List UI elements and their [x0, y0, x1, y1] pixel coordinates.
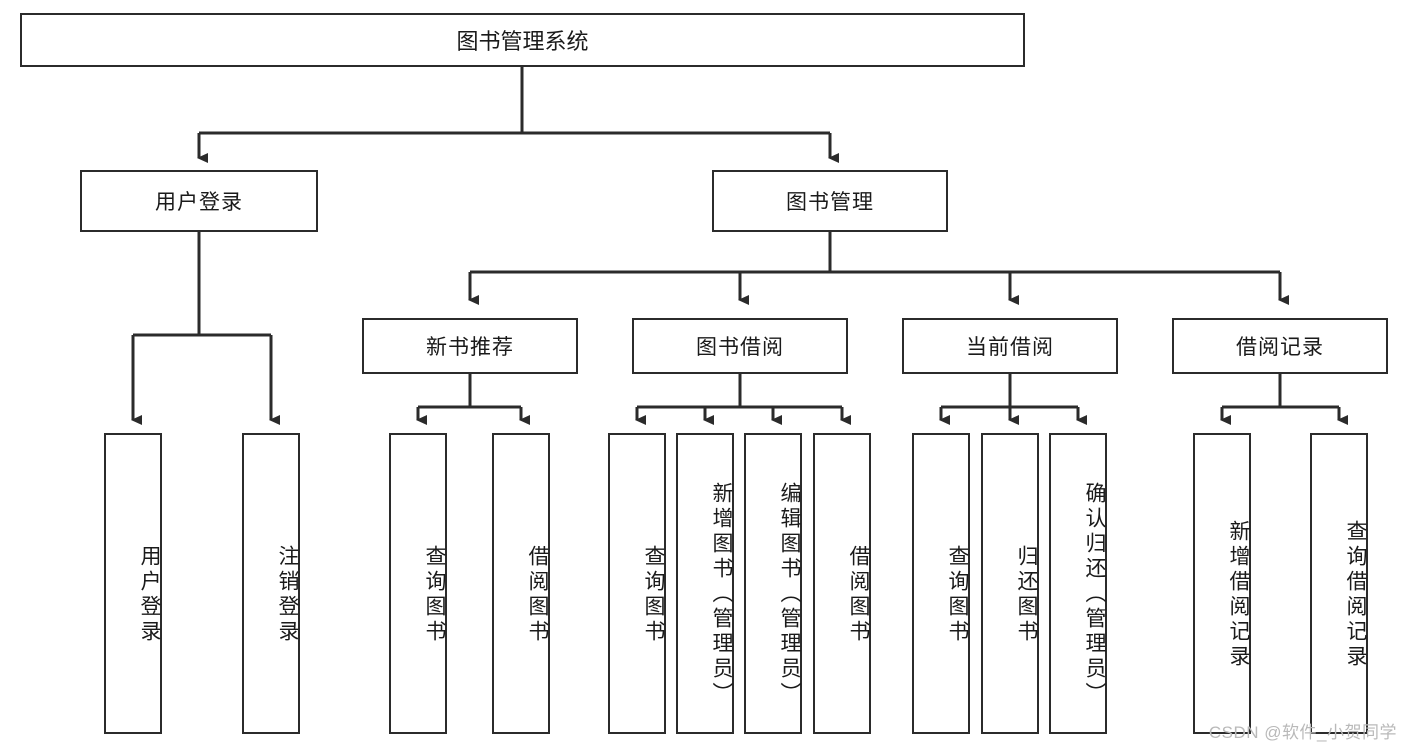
node-borrow-record-label: 借阅记录 [1236, 336, 1324, 359]
leaf-book-borrow-edit-book[interactable]: 编辑图书（管理员） [744, 433, 802, 734]
node-book-borrow[interactable]: 图书借阅 [632, 318, 848, 374]
node-book-management-label: 图书管理 [786, 191, 874, 214]
leaf-book-borrow-borrow-book[interactable]: 借阅图书 [813, 433, 871, 734]
node-new-book-recommend[interactable]: 新书推荐 [362, 318, 578, 374]
leaf-book-borrow-query-book-label: 查询图书 [642, 544, 665, 645]
node-user-login-label: 用户登录 [155, 191, 243, 214]
leaf-user-login-logout[interactable]: 注销登录 [242, 433, 300, 734]
leaf-book-borrow-add-book[interactable]: 新增图书（管理员） [676, 433, 734, 734]
node-root-system[interactable]: 图书管理系统 [20, 13, 1025, 67]
leaf-new-book-query-book-label: 查询图书 [423, 544, 446, 645]
leaf-current-borrow-return-book-label: 归还图书 [1015, 544, 1038, 645]
node-current-borrow-label: 当前借阅 [966, 336, 1054, 359]
leaf-borrow-record-add-record[interactable]: 新增借阅记录 [1193, 433, 1251, 734]
leaf-current-borrow-query-book[interactable]: 查询图书 [912, 433, 970, 734]
leaf-new-book-borrow-book[interactable]: 借阅图书 [492, 433, 550, 734]
leaf-borrow-record-query-record-label: 查询借阅记录 [1344, 519, 1367, 670]
node-root-label: 图书管理系统 [456, 29, 589, 54]
leaf-book-borrow-add-book-label: 新增图书（管理员） [710, 482, 733, 707]
leaf-current-borrow-return-book[interactable]: 归还图书 [981, 433, 1039, 734]
node-user-login[interactable]: 用户登录 [80, 170, 318, 232]
leaf-user-login-logout-label: 注销登录 [276, 544, 299, 645]
leaf-book-borrow-edit-book-label: 编辑图书（管理员） [778, 482, 801, 707]
node-book-management[interactable]: 图书管理 [712, 170, 948, 232]
leaf-new-book-borrow-book-label: 借阅图书 [526, 544, 549, 645]
leaf-borrow-record-add-record-label: 新增借阅记录 [1227, 519, 1250, 670]
leaf-book-borrow-query-book[interactable]: 查询图书 [608, 433, 666, 734]
watermark: CSDN @软件_小贺同学 [1208, 723, 1397, 742]
leaf-book-borrow-borrow-book-label: 借阅图书 [847, 544, 870, 645]
node-current-borrow[interactable]: 当前借阅 [902, 318, 1118, 374]
leaf-current-borrow-confirm-return[interactable]: 确认归还（管理员） [1049, 433, 1107, 734]
leaf-borrow-record-query-record[interactable]: 查询借阅记录 [1310, 433, 1368, 734]
node-new-book-recommend-label: 新书推荐 [426, 336, 514, 359]
leaf-user-login-login-label: 用户登录 [138, 544, 161, 645]
node-book-borrow-label: 图书借阅 [696, 336, 784, 359]
leaf-new-book-query-book[interactable]: 查询图书 [389, 433, 447, 734]
node-borrow-record[interactable]: 借阅记录 [1172, 318, 1388, 374]
leaf-user-login-login[interactable]: 用户登录 [104, 433, 162, 734]
leaf-current-borrow-query-book-label: 查询图书 [946, 544, 969, 645]
leaf-current-borrow-confirm-return-label: 确认归还（管理员） [1083, 482, 1106, 707]
